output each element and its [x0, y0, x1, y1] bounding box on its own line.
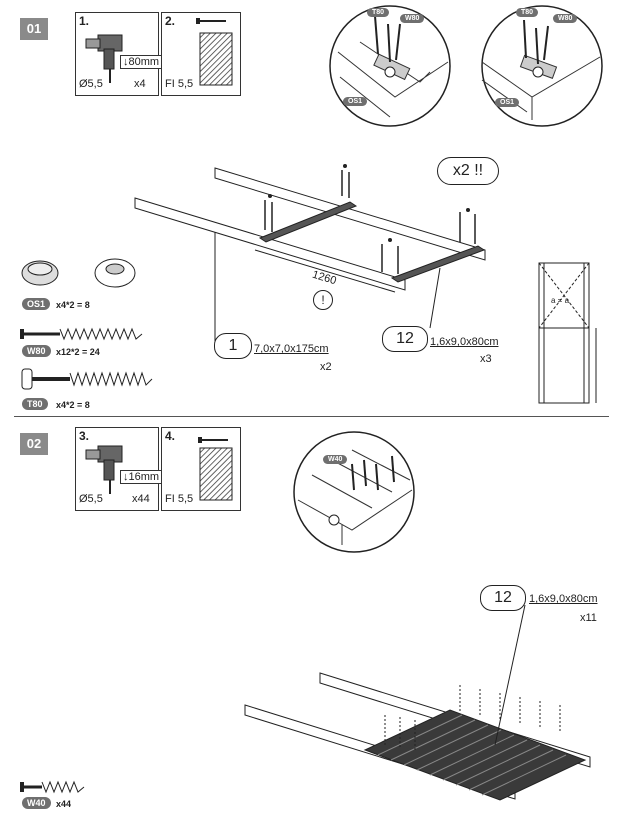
w40-screw-icon [20, 780, 85, 794]
drill-depth: ↓16mm [120, 470, 163, 484]
hardware-tag-w80: W80 [22, 345, 51, 357]
screw-panel-4: 4. FI 5,5 [161, 427, 241, 511]
hardware-count-w80: x12*2 = 24 [56, 347, 100, 357]
part-12-dimensions: 1,6x9,0x80cm [430, 336, 499, 348]
frame-assembly-drawing [134, 164, 486, 342]
hardware-count-t80: x4*2 = 8 [56, 400, 90, 410]
t80-bolt-icon [21, 368, 153, 390]
step-divider [14, 416, 609, 417]
callout-tag-os1: OS1 [495, 98, 520, 107]
hardware-tag-t80: T80 [22, 398, 48, 410]
deck-assembly-drawing [244, 604, 591, 801]
part-1-badge: 1 [214, 333, 252, 359]
drill-panel-1: 1. ↓80mm Ø5,5 x4 [75, 12, 163, 96]
part-1-quantity: x2 [320, 361, 332, 373]
detail-callout-step2 [293, 431, 415, 553]
screw-panel-2: 2. FI 5,5 [161, 12, 241, 96]
panel-number: 4. [165, 429, 176, 443]
drill-diameter: Ø5,5 [79, 493, 103, 505]
drill-count: x44 [132, 493, 150, 505]
callout-tag-t80: T80 [367, 8, 390, 17]
pilot-hole-label: FI 5,5 [165, 493, 194, 505]
step-badge-01: 01 [20, 18, 48, 40]
diagonal-label: a = a [551, 296, 570, 305]
drill-icon [85, 34, 123, 83]
pilot-hole-icon [198, 437, 233, 501]
callout-tag-os1: OS1 [343, 97, 368, 106]
drill-depth: ↓80mm [120, 55, 163, 69]
part-12-quantity: x3 [480, 353, 492, 365]
step-badge-02: 02 [20, 433, 48, 455]
part-12-quantity: x11 [580, 612, 597, 624]
hardware-count-os1: x4*2 = 8 [56, 300, 90, 310]
panel-number: 2. [165, 14, 176, 28]
drill-count: x4 [134, 78, 146, 90]
pilot-hole-label: FI 5,5 [165, 78, 194, 90]
warning-icon: ! [313, 290, 333, 310]
part-1-dimensions: 7,0x7,0x175cm [254, 343, 329, 355]
panel-number: 1. [79, 14, 90, 28]
callout-tag-w80: W80 [553, 14, 578, 23]
pilot-hole-icon [196, 18, 233, 86]
drill-icon [85, 445, 123, 494]
os1-cap-icon [21, 258, 136, 288]
hardware-tag-os1: OS1 [22, 298, 51, 310]
drill-panel-3: 3. ↓16mm Ø5,5 x44 [75, 427, 163, 511]
panel-number: 3. [79, 429, 90, 443]
drill-diameter: Ø5,5 [79, 78, 103, 90]
diagonal-check-diagram [538, 262, 597, 404]
detail-callout-left [329, 5, 451, 127]
hardware-count-w40: x44 [56, 799, 72, 809]
callout-tag-w40: W40 [323, 455, 348, 464]
callout-tag-w80: W80 [400, 14, 425, 23]
part-12-badge: 12 [382, 326, 428, 352]
repeat-badge: x2 !! [437, 157, 499, 185]
callout-tag-t80: T80 [516, 8, 539, 17]
w80-screw-icon [20, 327, 143, 341]
hardware-tag-w40: W40 [22, 797, 51, 809]
detail-callout-right [481, 5, 603, 127]
part-12-dimensions: 1,6x9,0x80cm [529, 593, 598, 605]
part-12-badge: 12 [480, 585, 526, 611]
